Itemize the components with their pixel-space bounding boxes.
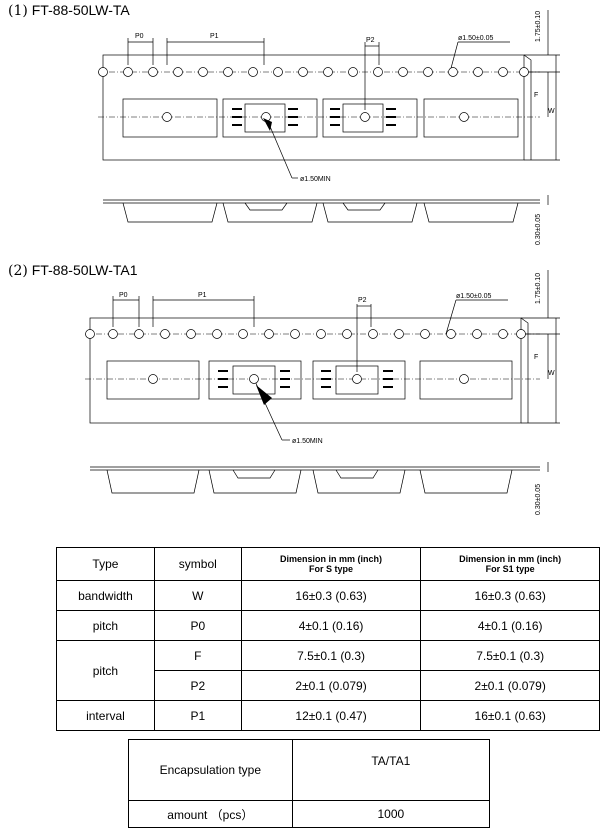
drawing-2-tape-diagram: P0 P1 P2 ø1.50±0.05 ø1.50MIN F W 1.75±0.… (85, 270, 560, 515)
cell-s1: 7.5±0.1 (0.3) (420, 640, 600, 671)
encapsulation-type-label: Encapsulation type (128, 739, 293, 801)
drawing-1-title: FT-88-50LW-TA (31, 2, 130, 18)
drawing-1-tape-diagram: P0 P1 P2 ø1.50±0.05 ø1.50MIN F W 1.75±0.… (98, 10, 560, 245)
header-s-line1: Dimension in mm (inch) (280, 554, 383, 564)
cell-s: 4±0.1 (0.16) (240, 610, 422, 641)
cell-symbol: P1 (153, 700, 242, 731)
cell-type: pitch (56, 640, 155, 701)
d1-hole-dia-label: ø1.50±0.05 (458, 35, 493, 42)
cell-symbol: P2 (153, 670, 242, 701)
d2-w-label: W (548, 370, 555, 377)
drawing-2-heading: (2) FT-88-50LW-TA1 (8, 262, 138, 279)
drawing-2-index: (2) (8, 263, 28, 279)
cell-s: 12±0.1 (0.47) (240, 700, 422, 731)
d2-p2-label: P2 (358, 297, 367, 304)
cell-s1: 16±0.3 (0.63) (420, 580, 600, 611)
encapsulation-table: Encapsulation type TA/TA1 amount （pcs） 1… (128, 739, 491, 828)
amount-label: amount （pcs） (128, 800, 293, 828)
d1-thickness-label: 0.30±0.05 (535, 214, 542, 245)
d2-f-label: F (534, 354, 538, 361)
encapsulation-type-value: TA/TA1 (291, 739, 491, 801)
header-s1-line1: Dimension in mm (inch) (459, 554, 562, 564)
cell-s1: 2±0.1 (0.079) (420, 670, 600, 701)
cell-s: 2±0.1 (0.079) (240, 670, 422, 701)
d1-w-label: W (548, 108, 555, 115)
header-symbol: symbol (153, 547, 242, 581)
table-row: pitch F 7.5±0.1 (0.3) 7.5±0.1 (0.3) (56, 640, 600, 701)
d2-edge-label: 1.75±0.10 (535, 273, 542, 304)
table-row: pitch P0 4±0.1 (0.16) 4±0.1 (0.16) (56, 610, 600, 641)
d2-hole-dia-label: ø1.50±0.05 (456, 293, 491, 300)
d1-p1-label: P1 (210, 33, 219, 40)
table-row: P2 2±0.1 (0.079) 2±0.1 (0.079) (57, 670, 600, 701)
drawing-1-index: (1) (8, 3, 28, 19)
cell-type: pitch (56, 610, 155, 641)
cell-type: bandwidth (56, 580, 155, 611)
cell-s1: 16±0.1 (0.63) (420, 700, 600, 731)
dimension-spec-table: Type symbol Dimension in mm (inch) For S… (56, 547, 600, 731)
table-row: bandwidth W 16±0.3 (0.63) 16±0.3 (0.63) (56, 580, 600, 611)
drawing-1-heading: (1) FT-88-50LW-TA (8, 2, 130, 19)
d1-f-label: F (534, 92, 538, 99)
d2-thickness-label: 0.30±0.05 (535, 484, 542, 515)
amount-value: 1000 (291, 800, 491, 828)
header-s-line2: For S type (309, 564, 354, 574)
cell-symbol: P0 (153, 610, 242, 641)
cell-symbol: W (153, 580, 242, 611)
d1-edge-label: 1.75±0.10 (535, 11, 542, 42)
header-type: Type (56, 547, 155, 581)
table-row: interval P1 12±0.1 (0.47) 16±0.1 (0.63) (56, 700, 600, 731)
d1-p2-label: P2 (366, 37, 375, 44)
header-s1-line2: For S1 type (485, 564, 535, 574)
d2-p0-label: P0 (119, 292, 128, 299)
cell-type: interval (56, 700, 155, 731)
d2-p1-label: P1 (198, 292, 207, 299)
cell-s1: 4±0.1 (0.16) (420, 610, 600, 641)
table-row: Encapsulation type TA/TA1 (128, 739, 491, 801)
drawing-2-title: FT-88-50LW-TA1 (31, 262, 138, 278)
header-dimension-s: Dimension in mm (inch) For S type (240, 547, 422, 581)
cell-symbol: F (153, 640, 242, 671)
table-row: amount （pcs） 1000 (128, 800, 491, 828)
table-header-row: Type symbol Dimension in mm (inch) For S… (56, 547, 600, 581)
cell-s: 7.5±0.1 (0.3) (240, 640, 422, 671)
d1-p0-label: P0 (135, 33, 144, 40)
header-dimension-s1: Dimension in mm (inch) For S1 type (420, 547, 600, 581)
cell-s: 16±0.3 (0.63) (240, 580, 422, 611)
d2-min-dia-label: ø1.50MIN (292, 438, 323, 445)
d1-min-dia-label: ø1.50MIN (300, 176, 331, 183)
